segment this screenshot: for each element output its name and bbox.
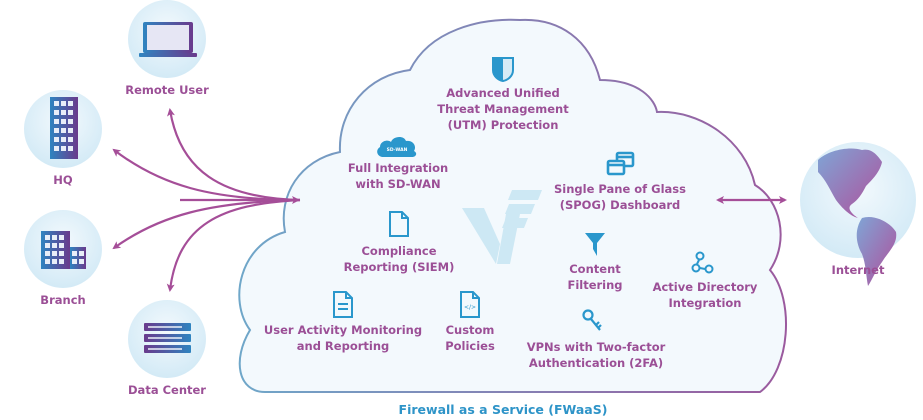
sd-wan-cloud-icon: SD-WAN xyxy=(377,136,417,157)
office-building-icon xyxy=(50,97,78,159)
feature-ad-label: Active Directory Integration xyxy=(653,279,758,311)
feature-spog-label: Single Pane of Glass (SPOG) Dashboard xyxy=(554,181,686,213)
feature-uam-line-2: and Reporting xyxy=(296,339,390,353)
internet-label: Internet xyxy=(831,263,885,277)
feature-uam-label: User Activity Monitoring and Reporting xyxy=(264,322,422,354)
key-icon xyxy=(582,309,602,331)
feature-vpn-line-2: Authentication (2FA) xyxy=(528,356,664,370)
feature-ad-line-1: Active Directory xyxy=(652,280,758,294)
windows-icon xyxy=(606,151,635,176)
globe-americas-icon xyxy=(818,148,897,286)
brand-watermark-logo xyxy=(462,190,542,264)
feature-sdwan-line-1: Full Integration xyxy=(347,161,449,175)
data-center-label: Data Center xyxy=(128,383,206,397)
hq-label: HQ xyxy=(53,173,73,187)
feature-filtering-line-2: Filtering xyxy=(567,278,623,292)
branch-label: Branch xyxy=(40,293,86,307)
feature-ad-line-2: Integration xyxy=(668,296,742,310)
code-document-icon: </> xyxy=(460,291,480,318)
feature-filtering-label: Content Filtering xyxy=(567,261,622,293)
feature-spog-line-1: Single Pane of Glass xyxy=(554,182,686,196)
feature-siem-label: Compliance Reporting (SIEM) xyxy=(344,243,455,275)
feature-sdwan-line-2: with SD-WAN xyxy=(355,177,441,191)
report-document-icon xyxy=(333,291,353,318)
connection-arrows xyxy=(112,108,787,292)
server-rack-icon xyxy=(144,323,191,353)
feature-utm-line-2: Threat Management xyxy=(437,102,569,116)
feature-uam-line-1: User Activity Monitoring xyxy=(263,323,423,337)
feature-policies-line-1: Custom xyxy=(445,323,495,337)
feature-siem-line-2: Reporting (SIEM) xyxy=(343,260,455,274)
shield-icon xyxy=(492,57,514,83)
feature-vpn-line-1: VPNs with Two-factor xyxy=(526,340,666,354)
funnel-icon xyxy=(585,233,605,256)
arrow-to-data-center xyxy=(166,198,301,292)
nodes-icon xyxy=(691,251,714,274)
arrow-to-remote-user xyxy=(167,108,301,202)
feature-policies-label: Custom Policies xyxy=(445,322,495,354)
code-icon-text: </> xyxy=(464,304,476,311)
feature-policies-line-2: Policies xyxy=(445,339,495,353)
document-icon xyxy=(389,211,409,237)
feature-utm-label: Advanced Unified Threat Management (UTM)… xyxy=(437,85,568,133)
feature-spog-line-2: (SPOG) Dashboard xyxy=(559,198,681,212)
feature-siem-line-1: Compliance xyxy=(361,244,437,258)
branch-building-icon xyxy=(41,231,86,269)
feature-sdwan-label: Full Integration with SD-WAN xyxy=(348,160,448,192)
feature-utm-line-3: (UTM) Protection xyxy=(447,118,559,132)
feature-filtering-line-1: Content xyxy=(569,262,621,276)
remote-user-label: Remote User xyxy=(125,83,209,97)
feature-utm-line-1: Advanced Unified xyxy=(446,86,560,100)
diagram-title: Firewall as a Service (FWaaS) xyxy=(398,402,608,417)
arrow-to-branch xyxy=(112,198,301,250)
sd-wan-icon-text: SD-WAN xyxy=(387,147,408,153)
laptop-icon xyxy=(139,22,197,57)
feature-vpn-label: VPNs with Two-factor Authentication (2FA… xyxy=(527,339,666,371)
